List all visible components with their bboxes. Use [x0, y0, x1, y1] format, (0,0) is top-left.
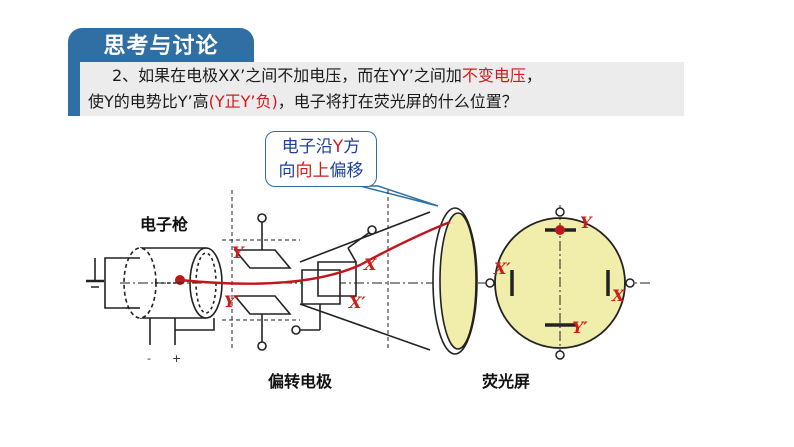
- callout-pointer: [359, 185, 439, 207]
- gun-circuit: [86, 257, 215, 345]
- question-line-2: 使Y的电势比Y’高(Y正Y’负)，电子将打在荧光屏的什么位置？: [88, 89, 684, 115]
- question-highlight-1: 不变电压: [461, 66, 526, 85]
- question-text-2b: ，电子将打在荧光屏的什么位置？: [277, 92, 518, 111]
- question-text-1a: 2、如果在电极XX’之间不加电压，而在YY’之间加: [112, 66, 462, 85]
- screen-terminal-left: [485, 278, 495, 288]
- electron-gun-label: 电子枪: [140, 215, 189, 234]
- screen-side: [432, 207, 478, 355]
- screen-y-label: Y: [580, 213, 592, 232]
- y-plates: [233, 213, 292, 351]
- screen-front: [494, 205, 635, 360]
- electron-path: [179, 220, 451, 285]
- minus-sign: -: [147, 352, 151, 365]
- deflection-electrodes-label: 偏转电极: [268, 372, 333, 391]
- screen-y-prime-label: Y′: [572, 318, 588, 337]
- plate-x-prime-label: X′: [349, 293, 366, 312]
- question-highlight-2: (Y正Y’负): [208, 92, 278, 111]
- plus-sign: +: [172, 352, 182, 365]
- tube-cone: [299, 211, 431, 351]
- title-accent-bar: [68, 62, 80, 116]
- plate-x-label: X: [364, 255, 377, 274]
- callout-text-2a: 向: [278, 161, 296, 181]
- callout-text-1b: 方: [343, 137, 361, 157]
- x-plate-back: [317, 261, 357, 297]
- callout-line-1: 电子沿Y方: [266, 135, 376, 159]
- question-text-2a: 使Y的电势比Y’高: [88, 92, 209, 111]
- question-box: 2、如果在电极XX’之间不加电压，而在YY’之间加不变电压， 使Y的电势比Y’高…: [80, 62, 684, 116]
- screen-x-prime-label: X′: [494, 259, 511, 278]
- callout-box: 电子沿Y方 向向上偏移: [265, 131, 377, 187]
- callout-highlight-1: Y: [332, 137, 344, 157]
- callout-highlight-2: 向上: [295, 161, 330, 181]
- plate-y-prime-label: Y′: [224, 292, 240, 311]
- screen-label: 荧光屏: [482, 372, 531, 391]
- question-line-1: 2、如果在电极XX’之间不加电压，而在YY’之间加不变电压，: [88, 63, 684, 89]
- plate-y-label: Y: [232, 243, 244, 262]
- callout-text-2b: 偏移: [329, 161, 364, 181]
- y-plate-top: [233, 249, 292, 269]
- y-plate-bottom: [233, 295, 292, 315]
- question-text-1b: ，: [525, 66, 542, 85]
- section-title: 思考与讨论: [68, 28, 254, 65]
- screen-x-label: X: [612, 286, 625, 305]
- callout-line-2: 向向上偏移: [266, 159, 376, 183]
- callout-text-1a: 电子沿: [281, 137, 333, 157]
- impact-spot: [555, 225, 565, 235]
